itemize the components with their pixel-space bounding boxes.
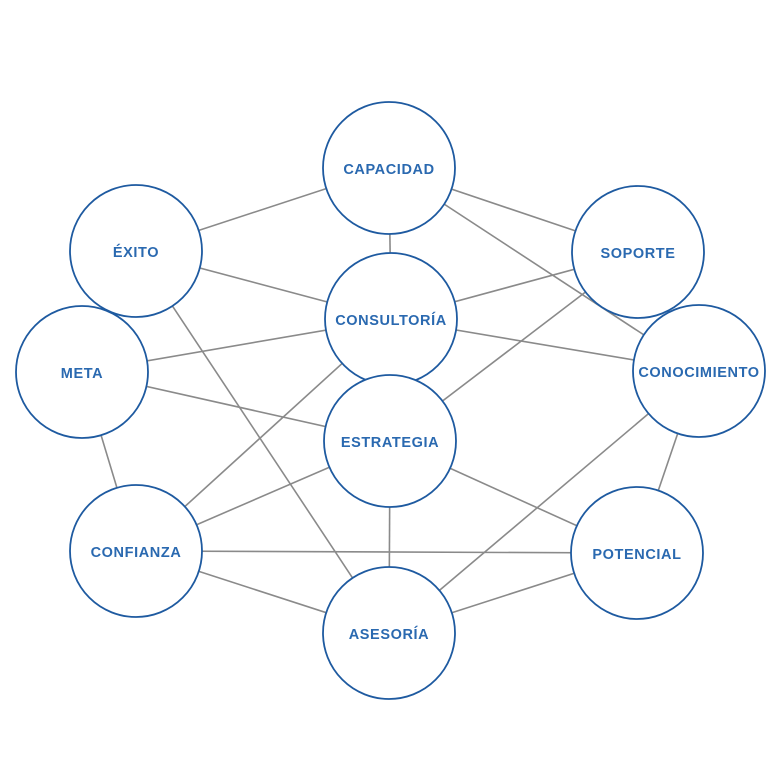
node-label-confianza: CONFIANZA: [91, 545, 182, 561]
node-circle-soporte: [571, 185, 705, 319]
node-capacidad: CAPACIDAD: [322, 101, 456, 235]
node-estrategia: ESTRATEGIA: [323, 374, 457, 508]
node-asesoria: ASESORÍA: [322, 566, 456, 700]
node-layer: CAPACIDAD ÉXITO SOPORTE CONSULTORÍA META CONO…: [15, 101, 766, 700]
node-circle-exito: [69, 184, 203, 318]
node-soporte: SOPORTE: [571, 185, 705, 319]
node-circle-asesoria: [322, 566, 456, 700]
node-exito: ÉXITO: [69, 184, 203, 318]
node-label-asesoria: ASESORÍA: [349, 626, 430, 643]
node-circle-meta: [15, 305, 149, 439]
node-confianza: CONFIANZA: [69, 484, 203, 618]
node-circle-confianza: [69, 484, 203, 618]
node-label-potencial: POTENCIAL: [592, 547, 681, 563]
node-label-meta: META: [61, 366, 103, 382]
node-label-soporte: SOPORTE: [600, 246, 675, 262]
node-label-conocimiento: CONOCIMIENTO: [638, 365, 759, 381]
node-circle-potencial: [570, 486, 704, 620]
node-label-estrategia: ESTRATEGIA: [341, 435, 439, 451]
node-label-consultoria: CONSULTORÍA: [335, 312, 447, 329]
edge-confianza-potencial: [135, 550, 638, 554]
node-circle-conocimiento: [632, 304, 766, 438]
node-consultoria: CONSULTORÍA: [324, 252, 458, 386]
node-potencial: POTENCIAL: [570, 486, 704, 620]
edge-exito-asesoria: [135, 250, 390, 634]
node-meta: META: [15, 305, 149, 439]
node-label-exito: ÉXITO: [113, 244, 159, 261]
node-conocimiento: CONOCIMIENTO: [632, 304, 766, 438]
node-circle-capacidad: [322, 101, 456, 235]
edge-conocimiento-asesoria: [388, 370, 700, 634]
node-label-capacidad: CAPACIDAD: [343, 162, 434, 178]
node-circle-estrategia: [323, 374, 457, 508]
